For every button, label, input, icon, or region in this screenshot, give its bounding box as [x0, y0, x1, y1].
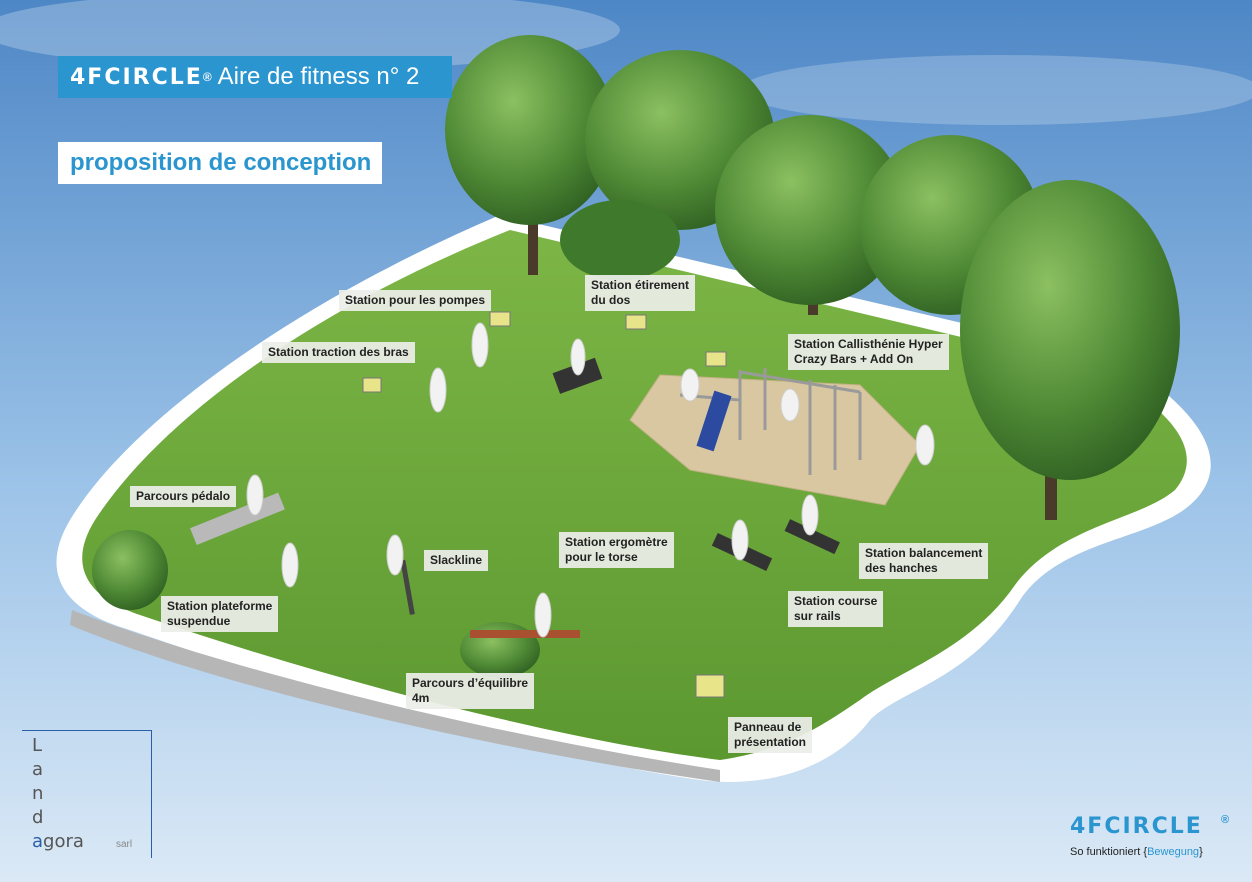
label-equilibre: Parcours d’équilibre 4m: [406, 673, 535, 709]
title-registered-mark: ®: [202, 70, 212, 84]
label-course: Station course sur rails: [788, 591, 884, 627]
label-traction: Station traction des bras: [262, 342, 415, 363]
label-etirement: Station étirement du dos: [585, 275, 696, 311]
sand-area: [629, 374, 921, 506]
title-banner: 4FCIRCLE ® Aire de fitness n° 2: [58, 56, 452, 98]
label-slackline: Slackline: [424, 550, 489, 571]
label-balancement: Station balancement des hanches: [859, 543, 989, 579]
label-plateforme: Station plateforme suspendue: [161, 596, 279, 632]
label-panneau: Panneau de présentation: [728, 717, 813, 753]
label-callisthenie: Station Callisthénie Hyper Crazy Bars + …: [788, 334, 949, 370]
page-title: Aire de fitness n° 2: [217, 63, 420, 90]
slogan-prefix: So funktioniert {: [1070, 846, 1148, 858]
footer-registered-mark: ®: [1221, 814, 1230, 826]
title-brand: 4FCIRCLE: [70, 64, 203, 90]
footer-brand-logo: 4FCIRCLE: [1070, 814, 1203, 839]
landagora-letter: n: [32, 783, 44, 804]
slogan-accent: Bewegung: [1147, 846, 1200, 858]
trees: [92, 35, 1180, 678]
label-ergometre: Station ergomètre pour le torse: [559, 532, 674, 568]
walkway: [70, 610, 720, 782]
landagora-logo: L a n d agora sarl: [22, 730, 152, 858]
landagora-sarl: sarl: [116, 839, 133, 850]
landagora-a: a: [32, 831, 44, 852]
label-pompes: Station pour les pompes: [339, 290, 492, 311]
landagora-letter: d: [32, 807, 44, 828]
incline-board: [696, 390, 732, 452]
page-subtitle: proposition de conception: [58, 142, 382, 184]
landagora-word: agora: [32, 831, 84, 852]
footer-slogan: So funktioniert {Bewegung}: [1070, 846, 1203, 858]
slogan-suffix: }: [1199, 846, 1203, 858]
figures: [246, 322, 935, 638]
landagora-letter: a: [32, 759, 44, 780]
landagora-rest: gora: [43, 831, 84, 852]
landagora-letter: L: [32, 735, 43, 756]
info-signs: [362, 311, 727, 698]
label-pedalo: Parcours pédalo: [130, 486, 237, 507]
